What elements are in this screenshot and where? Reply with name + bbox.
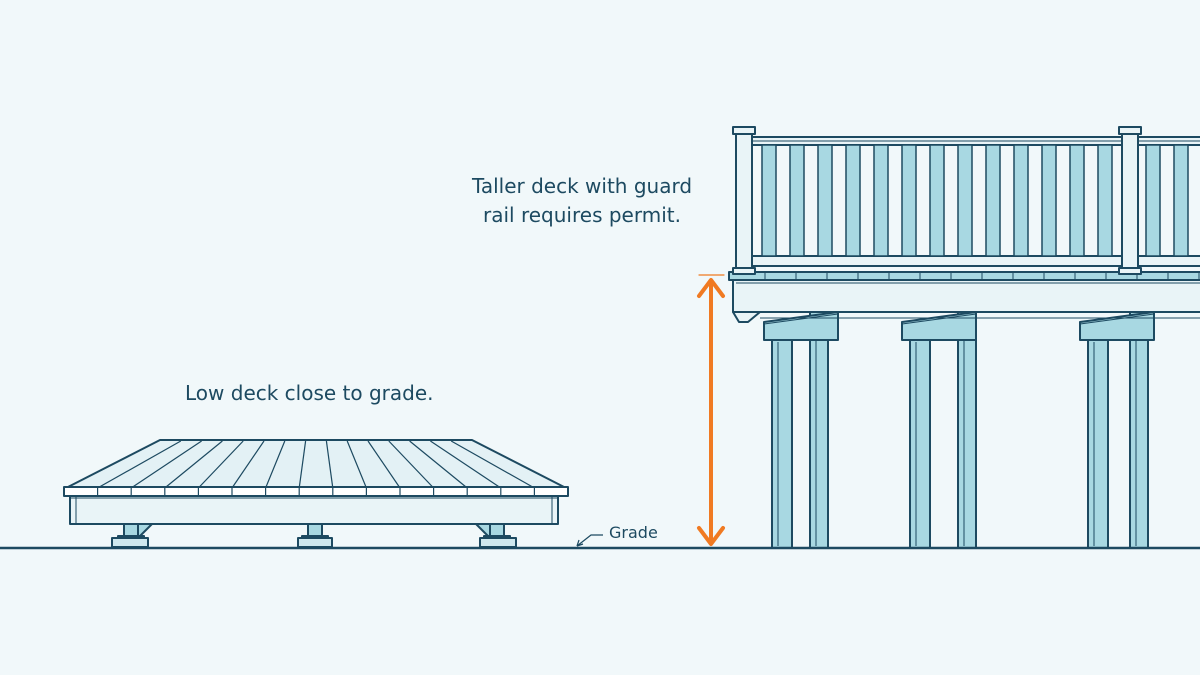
tall-deck-posts bbox=[771, 311, 1149, 549]
low-deck-lip-ticks bbox=[96, 487, 536, 496]
low-deck-board-seam bbox=[346, 440, 367, 488]
tall-deck bbox=[728, 126, 1200, 549]
baluster bbox=[1013, 144, 1029, 257]
tall-deck-post-1 bbox=[771, 339, 793, 549]
low-deck-board-seam bbox=[450, 440, 533, 488]
low-deck-board-seam bbox=[198, 440, 244, 488]
baluster bbox=[817, 144, 833, 257]
tall-deck-post-3 bbox=[909, 339, 931, 549]
baluster bbox=[957, 144, 973, 257]
low-deck-board-seam bbox=[99, 440, 182, 488]
low-deck-board-seam bbox=[388, 440, 434, 488]
baluster bbox=[929, 144, 945, 257]
tall-deck-railing bbox=[732, 126, 1200, 275]
baluster bbox=[901, 144, 917, 257]
low-deck-board-seam bbox=[165, 440, 223, 488]
tall-deck-beam-1 bbox=[763, 311, 839, 341]
baluster bbox=[761, 144, 777, 257]
low-deck-boards bbox=[99, 440, 533, 488]
low-deck-front-lip bbox=[63, 486, 569, 497]
low-deck-support-right bbox=[475, 523, 517, 548]
tall-deck-label-line-1: Taller deck with guard bbox=[471, 174, 693, 198]
baluster bbox=[789, 144, 805, 257]
baluster bbox=[1069, 144, 1085, 257]
railing-post-middle bbox=[1121, 131, 1139, 273]
grade-label: Grade bbox=[609, 523, 658, 542]
low-deck-board-seam bbox=[132, 440, 202, 488]
low-deck-support-middle bbox=[297, 523, 333, 548]
low-deck-rim-joist bbox=[69, 495, 559, 525]
tall-deck-rim-joist bbox=[732, 279, 1200, 313]
tall-deck-beams bbox=[763, 311, 1155, 341]
tall-deck-rim-corner bbox=[732, 311, 761, 323]
railing-balusters bbox=[761, 144, 1189, 257]
low-deck-board-seam bbox=[430, 440, 500, 488]
baluster bbox=[845, 144, 861, 257]
tall-deck-post-grain bbox=[777, 314, 1137, 546]
low-deck-board-seam bbox=[409, 440, 467, 488]
baluster bbox=[1097, 144, 1113, 257]
grade-pointer-icon bbox=[576, 534, 603, 547]
tall-deck-label-line-2: rail requires permit. bbox=[483, 203, 681, 227]
low-deck-label: Low deck close to grade. bbox=[185, 381, 434, 405]
tall-deck-beam-2 bbox=[901, 311, 977, 341]
low-deck bbox=[63, 439, 569, 548]
baluster bbox=[1145, 144, 1161, 257]
tall-deck-decking-edge bbox=[728, 271, 1200, 281]
low-deck-support-left bbox=[111, 523, 153, 548]
baluster bbox=[873, 144, 889, 257]
tall-deck-post-4 bbox=[957, 311, 977, 549]
low-deck-board-seam bbox=[265, 440, 286, 488]
tall-deck-post-5 bbox=[1087, 339, 1109, 549]
railing-post-left bbox=[735, 131, 753, 273]
baluster bbox=[985, 144, 1001, 257]
low-deck-board-seam bbox=[232, 440, 265, 488]
railing-posts bbox=[732, 126, 1142, 275]
height-arrow-icon bbox=[697, 274, 725, 546]
low-deck-board-seam bbox=[367, 440, 400, 488]
baluster bbox=[1173, 144, 1189, 257]
low-deck-board-seam bbox=[298, 440, 307, 488]
tall-deck-label: Taller deck with guard rail requires per… bbox=[452, 172, 712, 230]
baluster bbox=[1041, 144, 1057, 257]
tall-deck-beam-3 bbox=[1079, 311, 1155, 341]
low-deck-board-seam bbox=[325, 440, 334, 488]
tall-deck-post-6 bbox=[1129, 311, 1149, 549]
tall-deck-post-2 bbox=[809, 311, 829, 549]
